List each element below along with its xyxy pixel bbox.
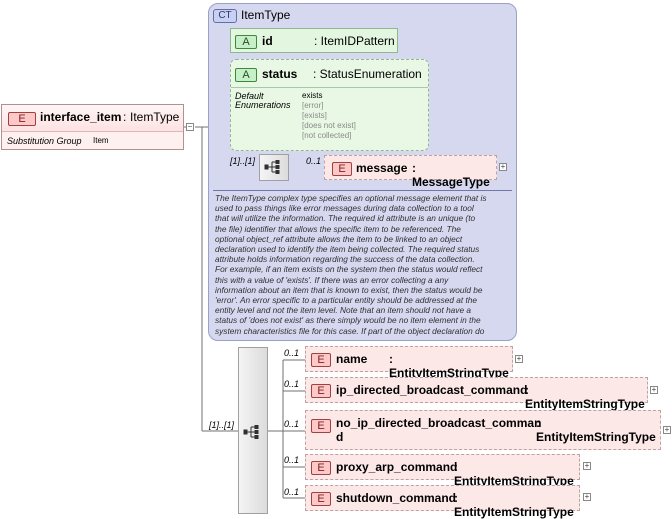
attribute-status-box[interactable]: A status : StatusEnumeration Default Enu… [230,59,429,151]
element-type: : EntityItemStringType [389,352,509,380]
message-element-box[interactable]: E message : MessageType [324,155,497,189]
expand-icon[interactable]: + [583,492,591,501]
element-badge-icon: E [311,384,331,398]
element-name: ip_directed_broadcast_command [336,383,528,397]
element-cardinality: 0..1 [284,419,300,429]
attribute-badge-icon: A [235,68,257,82]
element-no-ip-directed-broadcast-box[interactable]: E no_ip_directed_broadcast_comman d : En… [305,410,661,450]
element-shutdown-box[interactable]: E shutdown_command : EntityItemStringTyp… [305,485,580,519]
element-name: name [336,352,368,366]
enumeration-value: [not collected] [302,131,352,140]
attribute-status-name: status [262,67,298,81]
expand-icon[interactable]: + [650,385,658,394]
message-cardinality: 0..1 [306,156,322,166]
element-badge-icon: E [332,162,352,176]
attribute-status-type: : StatusEnumeration [313,67,422,81]
element-badge-icon: E [8,112,36,126]
doc-line: the file) identifier that allows the spe… [215,223,461,234]
root-element-colon: : [123,110,127,124]
doc-line: optional object_ref attribute allows the… [215,233,463,244]
doc-line: information about an item that is known … [215,284,483,295]
element-name-box[interactable]: E name : EntityItemStringType [305,346,513,380]
sequence-cardinality: [1]..[1] [209,420,235,430]
sequence-icon [264,160,280,174]
enumerations-label: Enumerations [235,100,291,110]
element-cardinality: 0..1 [284,348,300,358]
element-cardinality: 0..1 [284,487,300,497]
enumeration-value: [exists] [302,111,327,120]
element-name: shutdown_command [336,491,457,505]
doc-line: entity level and not the item level. Not… [215,305,471,316]
element-badge-icon: E [311,419,331,433]
element-name-continued: d [336,430,344,444]
default-value: exists [302,91,323,100]
element-type: : EntityItemStringType [536,416,656,444]
default-label: Default [235,91,264,101]
element-type: : EntityItemStringType [454,491,574,519]
element-type: : EntityItemStringType [525,383,645,411]
attribute-badge-icon: A [235,35,257,49]
attribute-divider [231,87,428,88]
doc-line: system characteristics file for this cas… [215,325,485,336]
element-badge-icon: E [311,461,331,475]
root-element-type: ItemType [130,110,180,124]
element-name: no_ip_directed_broadcast_comman [336,416,542,430]
element-cardinality: 0..1 [284,379,300,389]
doc-line: 'error'. An error specific to a particul… [215,295,478,306]
attribute-id-box[interactable]: A id : ItemIDPattern [230,28,398,53]
complex-type-name: ItemType [241,8,291,22]
sequence-compositor[interactable] [259,154,289,181]
doc-line: For example, if an item exists on the sy… [215,264,483,275]
doc-line: status of 'does not exist' as there simp… [215,315,481,326]
substitution-group-label: Substitution Group [7,136,82,146]
message-element-name: message [356,161,408,175]
doc-line: declaration used to identify the item be… [215,244,480,255]
element-plus-icon [27,111,36,124]
attribute-id-name: id [262,34,273,48]
doc-line: The ItemType complex type specifies an o… [215,193,487,203]
expand-icon[interactable]: + [583,461,591,470]
element-type: : EntityItemStringType [454,460,574,488]
complex-type-badge-icon: CT [213,9,237,23]
expand-icon[interactable]: + [499,162,507,171]
documentation-text: The ItemType complex type specifies an o… [215,193,515,337]
substitution-group-value: Item [93,136,109,145]
expand-icon[interactable]: + [515,354,523,363]
sequence-compositor[interactable] [238,347,268,514]
message-element-type: : MessageType [412,161,490,189]
element-proxy-arp-box[interactable]: E proxy_arp_command : EntityItemStringTy… [305,454,580,488]
collapse-icon[interactable]: − [186,122,194,131]
root-element-name: interface_item [40,110,122,124]
enumeration-value: [error] [302,101,324,110]
enumeration-value: [does not exist] [302,121,356,130]
element-cardinality: 0..1 [284,455,300,465]
attribute-id-type: : ItemIDPattern [314,34,395,48]
documentation-divider [213,190,512,191]
element-badge-icon: E [311,492,331,506]
root-element-box[interactable]: E interface_item : ItemType Substitution… [1,104,184,150]
element-name: proxy_arp_command [336,460,458,474]
sequence-icon [243,425,259,439]
complex-type-panel: CT ItemType A id : ItemIDPattern A statu… [208,3,517,341]
expand-icon[interactable]: + [663,425,671,434]
doc-line: used to pass things like error messages … [215,203,474,214]
sequence-cardinality: [1]..[1] [230,156,256,166]
doc-line: that will utilize the information. The r… [215,213,476,224]
element-ip-directed-broadcast-box[interactable]: E ip_directed_broadcast_command : Entity… [305,377,648,411]
doc-line: this with a value of 'exists'. If there … [215,274,449,285]
doc-line: attribute holds information regarding th… [215,254,475,265]
element-badge-icon: E [311,353,331,367]
